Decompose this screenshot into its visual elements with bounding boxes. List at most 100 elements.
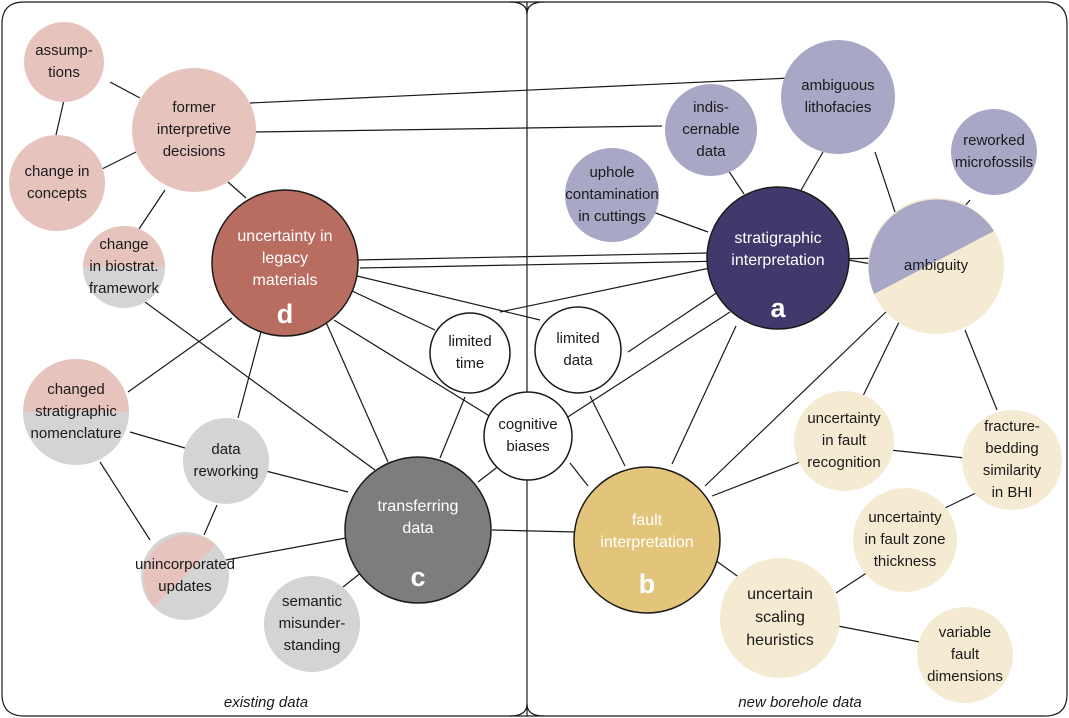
fault-recognition-label-line: recognition — [807, 454, 880, 471]
existing-data-frame — [1, 1, 528, 717]
edge-a-uphole — [652, 211, 709, 233]
change-concepts-label-line: change in — [24, 163, 89, 180]
change-biostrat-label-line: framework — [89, 280, 160, 297]
node-letter-a: a — [770, 293, 786, 323]
semantic-label-line: misunder- — [279, 615, 346, 632]
scaling-label-line: heuristics — [746, 632, 814, 649]
limited-time-label-line: time — [456, 355, 484, 372]
indiscernable-label-line: data — [696, 143, 726, 160]
variable-fault-label-line: fault — [951, 646, 980, 663]
node-changed-nomenclature[interactable]: changed stratigraphic nomenclature — [23, 359, 129, 465]
edge-d-nomenclature — [127, 317, 233, 393]
ambiguity-label-line: ambiguity — [904, 257, 969, 274]
edge-c-cognitive — [477, 464, 501, 483]
node-ambiguous-litho[interactable]: ambiguous lithofacies — [781, 40, 895, 154]
edge-c-b — [491, 529, 577, 533]
edge-former-decisions-d — [227, 181, 247, 199]
node-semantic[interactable]: semantic misunder-standing — [264, 576, 360, 672]
edge-fault-zone-scaling — [835, 571, 869, 594]
ambiguous-litho-label-line: lithofacies — [805, 99, 872, 116]
node-a[interactable]: stratigraphic interpretation a — [706, 186, 850, 330]
cognitive-biases-label-line: biases — [506, 438, 549, 455]
a-label-line: interpretation — [731, 252, 824, 269]
edge-data-reworking-c — [261, 469, 349, 493]
connection-lines — [55, 77, 998, 643]
former-decisions-label-line: decisions — [163, 143, 226, 160]
edge-cognitive-a — [559, 311, 731, 423]
edge-assumptions-change-concepts — [55, 99, 65, 136]
edge-d-limited-data — [356, 275, 541, 321]
edge-d-c — [324, 319, 389, 463]
d-label-line: uncertainty in — [237, 228, 332, 245]
node-change-concepts[interactable]: change in concepts — [9, 135, 105, 231]
a-label-line: stratigraphic — [734, 230, 821, 247]
node-assumptions[interactable]: assump-tions — [24, 22, 104, 102]
node-ambiguity[interactable]: ambiguity — [868, 198, 1004, 334]
fault-zone-label-line: in fault zone — [865, 531, 946, 548]
fracture-bedding-label-line: in BHI — [992, 484, 1033, 501]
former-decisions-label-line: former — [172, 99, 215, 116]
b-label-line: fault — [632, 512, 663, 529]
edge-nomenclature-data-reworking — [129, 431, 186, 449]
change-concepts-label-line: concepts — [27, 185, 87, 202]
edge-assumptions-former-decisions — [109, 81, 141, 99]
c-label-line: transferring — [378, 498, 459, 515]
changed-nomenclature-label-line: changed — [47, 381, 105, 398]
semantic-label-line: standing — [284, 637, 341, 654]
edge-limited-data-a — [627, 291, 719, 353]
change-biostrat-label-line: in biostrat. — [89, 258, 158, 275]
scaling-label-line: scaling — [755, 609, 805, 626]
edge-d-data-reworking — [237, 327, 263, 419]
edge-data-reworking-unincorporated — [203, 504, 218, 536]
edge-former-decisions-ambiguous-litho — [249, 77, 791, 104]
b-label-line: interpretation — [600, 534, 693, 551]
node-fault-zone[interactable]: uncertainty in fault zone thickness — [853, 488, 957, 592]
ambiguous-litho-label-line: ambiguous — [801, 77, 874, 94]
scaling-label-line: uncertain — [747, 586, 813, 603]
edge-ambiguity-fault-recognition — [861, 319, 901, 399]
semantic-label-line: semantic — [282, 593, 343, 610]
edge-fracture-fault-zone — [944, 491, 979, 509]
fault-zone-label-line: uncertainty — [868, 509, 942, 526]
data-reworking-label-line: data — [211, 441, 241, 458]
uphole-label-line: uphole — [589, 164, 634, 181]
uphole-label-line: contamination — [565, 186, 658, 203]
node-scaling[interactable]: uncertain scaling heuristics — [720, 558, 840, 678]
d-label-line: legacy — [262, 250, 308, 267]
node-variable-fault[interactable]: variable fault dimensions — [917, 607, 1013, 703]
indiscernable-label-line: cernable — [682, 121, 740, 138]
fault-recognition-label-line: in fault — [822, 432, 867, 449]
edge-limited-time-a — [499, 267, 711, 313]
edge-ambiguity-b — [704, 309, 889, 487]
variable-fault-label-line: dimensions — [927, 668, 1003, 685]
edge-former-decisions-indiscernable — [254, 125, 663, 133]
changed-nomenclature-label-line: stratigraphic — [35, 403, 117, 420]
edge-d-cognitive — [333, 319, 497, 421]
edge-fault-recognition-b — [711, 461, 801, 497]
edge-change-concepts-former-decisions — [99, 151, 137, 171]
node-limited-time[interactable]: limited time — [429, 312, 511, 394]
fault-zone-label-line: thickness — [874, 553, 937, 570]
changed-nomenclature-label-line: nomenclature — [31, 425, 122, 442]
fracture-bedding-label-line: bedding — [985, 440, 1038, 457]
edge-ambiguous-litho-ambiguity — [874, 151, 896, 213]
limited-time-label-line: limited — [448, 333, 491, 350]
fracture-bedding-label-line: similarity — [983, 462, 1042, 479]
variable-fault-label-line: variable — [939, 624, 992, 641]
